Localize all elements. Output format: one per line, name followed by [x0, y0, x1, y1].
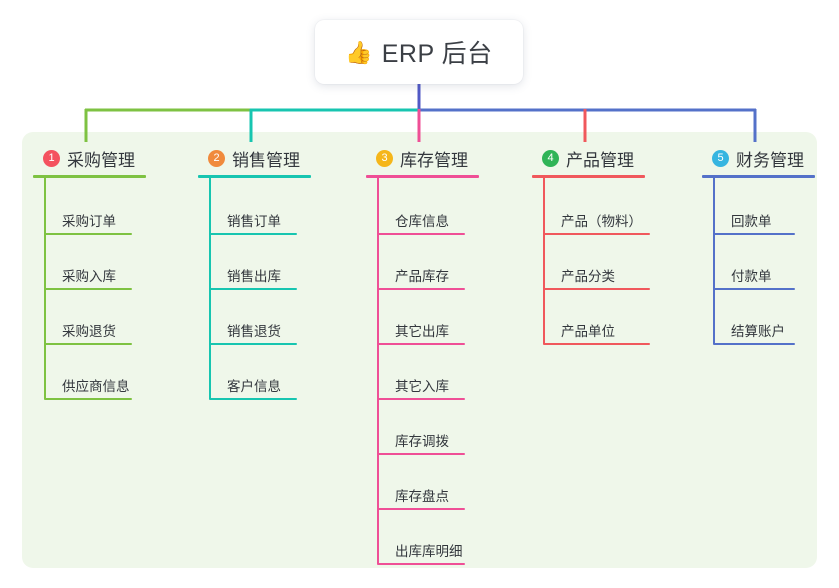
module-title: 采购管理: [67, 150, 135, 170]
module-item[interactable]: 库存调拨: [377, 430, 465, 455]
module-item-underline: [209, 343, 297, 345]
module-item[interactable]: 仓库信息: [377, 210, 465, 235]
module-badge-icon: 1: [43, 149, 60, 167]
module-item-label: 销售订单: [227, 214, 281, 229]
module-item-label: 销售出库: [227, 269, 281, 284]
module-item-underline: [377, 233, 465, 235]
module-item[interactable]: 结算账户: [713, 320, 795, 345]
module-spine: [377, 178, 379, 564]
module-item[interactable]: 销售退货: [209, 320, 297, 345]
module-item-underline: [377, 398, 465, 400]
module-item[interactable]: 销售出库: [209, 265, 297, 290]
root-node-title: ERP 后台: [381, 40, 493, 68]
module-item[interactable]: 出库库明细: [377, 540, 465, 565]
module-item[interactable]: 其它出库: [377, 320, 465, 345]
module-item[interactable]: 采购退货: [44, 320, 132, 345]
module-column-1: 1 采购管理采购订单采购入库采购退货供应商信息: [33, 145, 146, 400]
module-item[interactable]: 销售订单: [209, 210, 297, 235]
module-item-label: 其它入库: [395, 379, 449, 394]
module-item[interactable]: 库存盘点: [377, 485, 465, 510]
module-item-label: 产品分类: [561, 269, 615, 284]
module-item[interactable]: 产品库存: [377, 265, 465, 290]
module-item-underline: [713, 233, 795, 235]
module-header-4[interactable]: 4 产品管理: [532, 145, 645, 171]
module-item-label: 库存调拨: [395, 434, 449, 449]
module-item-underline: [44, 343, 132, 345]
module-item-label: 采购订单: [62, 214, 116, 229]
root-node[interactable]: 👍 ERP 后台: [315, 20, 523, 84]
module-item-underline: [44, 288, 132, 290]
module-item-underline: [377, 508, 465, 510]
module-item-underline: [713, 343, 795, 345]
module-item-underline: [209, 288, 297, 290]
module-item-label: 付款单: [731, 269, 772, 284]
module-item-label: 销售退货: [227, 324, 281, 339]
module-item-underline: [44, 233, 132, 235]
module-header-1[interactable]: 1 采购管理: [33, 145, 146, 171]
module-item-label: 结算账户: [731, 324, 785, 339]
module-header-5[interactable]: 5 财务管理: [702, 145, 815, 171]
module-item[interactable]: 客户信息: [209, 375, 297, 400]
module-item-label: 仓库信息: [395, 214, 449, 229]
module-column-5: 5 财务管理回款单付款单结算账户: [702, 145, 815, 345]
module-badge-icon: 3: [376, 149, 393, 167]
module-item[interactable]: 采购订单: [44, 210, 132, 235]
module-title: 销售管理: [232, 150, 300, 170]
module-title: 财务管理: [736, 150, 804, 170]
module-item[interactable]: 采购入库: [44, 265, 132, 290]
module-item-underline: [44, 398, 132, 400]
module-header-2[interactable]: 2 销售管理: [198, 145, 311, 171]
module-item-underline: [713, 288, 795, 290]
modules-panel: [22, 132, 817, 568]
module-header-underline: [702, 175, 815, 178]
module-item[interactable]: 产品单位: [543, 320, 650, 345]
module-spine: [543, 178, 545, 344]
module-item-label: 采购入库: [62, 269, 116, 284]
module-badge-icon: 2: [208, 149, 225, 167]
module-item-underline: [377, 288, 465, 290]
module-item-label: 产品（物料）: [561, 214, 642, 229]
module-item-label: 客户信息: [227, 379, 281, 394]
module-item[interactable]: 产品（物料）: [543, 210, 650, 235]
module-item-label: 库存盘点: [395, 489, 449, 504]
module-header-3[interactable]: 3 库存管理: [366, 145, 479, 171]
module-header-underline: [33, 175, 146, 178]
module-item[interactable]: 供应商信息: [44, 375, 132, 400]
module-spine: [713, 178, 715, 344]
module-header-underline: [366, 175, 479, 178]
module-header-underline: [198, 175, 311, 178]
module-item[interactable]: 回款单: [713, 210, 795, 235]
module-column-4: 4 产品管理产品（物料） 产品分类产品单位: [532, 145, 650, 345]
module-item-label: 供应商信息: [62, 379, 130, 394]
module-item-underline: [209, 233, 297, 235]
module-title: 库存管理: [400, 150, 468, 170]
thumbs-up-icon: 👍: [345, 40, 373, 65]
module-item[interactable]: 其它入库: [377, 375, 465, 400]
module-header-underline: [532, 175, 645, 178]
module-badge-icon: 4: [542, 149, 559, 167]
module-item-underline: [543, 343, 650, 345]
module-item-label: 回款单: [731, 214, 772, 229]
module-item[interactable]: 产品分类: [543, 265, 650, 290]
module-item-underline: [377, 343, 465, 345]
module-item-underline: [377, 453, 465, 455]
module-item-label: 出库库明细: [395, 544, 463, 559]
module-item-underline: [209, 398, 297, 400]
module-item-underline: [377, 563, 465, 565]
module-badge-icon: 5: [712, 149, 729, 167]
module-item-label: 产品库存: [395, 269, 449, 284]
module-column-3: 3 库存管理仓库信息产品库存其它出库其它入库库存调拨库存盘点出库库明细: [366, 145, 479, 565]
module-item-label: 产品单位: [561, 324, 615, 339]
module-item-label: 采购退货: [62, 324, 116, 339]
module-item-label: 其它出库: [395, 324, 449, 339]
module-item[interactable]: 付款单: [713, 265, 795, 290]
module-item-underline: [543, 233, 650, 235]
module-title: 产品管理: [566, 150, 634, 170]
module-column-2: 2 销售管理销售订单销售出库销售退货客户信息: [198, 145, 311, 400]
module-item-underline: [543, 288, 650, 290]
